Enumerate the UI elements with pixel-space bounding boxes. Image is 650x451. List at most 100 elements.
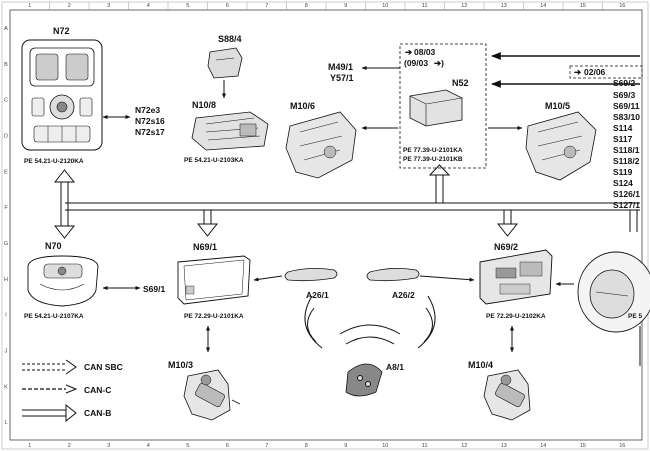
- column-tick: 11: [422, 443, 428, 449]
- column-tick: 4: [147, 443, 150, 449]
- m10-5-label: M10/5: [545, 101, 570, 111]
- n70-ref: PE 54.21-U-2107KA: [24, 313, 84, 320]
- a8-1-key: [304, 295, 436, 397]
- n70-label: N70: [45, 241, 62, 251]
- y57-1-label: Y57/1: [330, 73, 354, 83]
- column-tick: 2: [68, 3, 71, 9]
- right-item-3: S83/10: [613, 112, 640, 122]
- n72-link-1: N72e3: [135, 105, 160, 115]
- right-item-7: S118/2: [613, 156, 640, 166]
- m10-5-motor: M10/5: [488, 101, 597, 181]
- n52-control-unit: ➔ 08/03 (09/03 ➔) N52 PE 77.39-U-2101KA …: [399, 43, 487, 169]
- column-tick: 8: [305, 3, 308, 9]
- n52-label: N52: [452, 78, 469, 88]
- n69-1-control-unit: N69/1 PE 72.29-U-2101KA: [177, 242, 283, 320]
- column-tick: 5: [186, 443, 189, 449]
- legend-can-c-label: CAN-C: [84, 385, 111, 395]
- m49-1-label: M49/1: [328, 62, 353, 72]
- row-tick: D: [4, 133, 8, 139]
- column-tick: 10: [382, 3, 388, 9]
- right-item-10: S126/1: [613, 189, 640, 199]
- a26-2-label: A26/2: [392, 290, 415, 300]
- m10-6-motor: M10/6: [285, 101, 398, 179]
- a8-1-label: A8/1: [386, 362, 404, 372]
- n69-2-label: N69/2: [494, 242, 518, 252]
- row-tick: A: [4, 26, 8, 32]
- legend-can-b: CAN-B: [22, 403, 111, 423]
- n70-control-unit: N70 PE 54.21-U-2107KA S69/1: [24, 241, 165, 320]
- m10-4-label: M10/4: [468, 360, 493, 370]
- right-item-6: S118/1: [613, 145, 640, 155]
- n69-1-label: N69/1: [193, 242, 217, 252]
- door-handles: A26/1 A26/2: [284, 268, 475, 300]
- m10-3-label: M10/3: [168, 360, 193, 370]
- n69-1-ref: PE 72.29-U-2101KA: [184, 313, 244, 320]
- column-tick: 13: [501, 3, 507, 9]
- svg-text:➔: ➔: [574, 67, 582, 77]
- can-b-bus: [53, 164, 640, 239]
- row-tick: L: [4, 420, 7, 426]
- column-tick: 1: [28, 3, 31, 9]
- a26-1-label: A26/1: [306, 290, 329, 300]
- n72-label: N72: [53, 26, 70, 36]
- column-tick: 7: [265, 443, 268, 449]
- column-tick: 9: [344, 443, 347, 449]
- svg-text:➔): ➔): [434, 58, 444, 68]
- n10-8-control-unit: N10/8 PE 54.21-U-2103KA: [184, 100, 269, 164]
- svg-text:➔: ➔: [405, 47, 413, 57]
- s69-1-label: S69/1: [143, 284, 165, 294]
- m10-3-motor: M10/3: [168, 325, 241, 421]
- right-item-5: S117: [613, 134, 633, 144]
- column-tick: 14: [540, 3, 546, 9]
- column-tick: 10: [382, 443, 388, 449]
- n52-right-links: [491, 52, 640, 88]
- column-tick: 9: [344, 3, 347, 9]
- column-tick: 16: [619, 443, 625, 449]
- column-tick: 3: [107, 3, 110, 9]
- n72-control-unit: N72 PE 54.21-U-2120KA N72e3 N72s16 N72s1…: [21, 26, 165, 165]
- column-tick: 6: [226, 443, 229, 449]
- row-ticks: A B C D E F G H I J K L: [4, 26, 8, 426]
- column-ticks: 1122334455667788991010111112121313141415…: [28, 2, 625, 449]
- row-tick: B: [4, 62, 8, 68]
- right-item-0: S69/2: [613, 78, 635, 88]
- column-tick: 4: [147, 3, 150, 9]
- legend-can-b-label: CAN-B: [84, 408, 111, 418]
- n52-ref-1: PE 77.39-U-2101KA: [403, 147, 463, 154]
- s88-4-switch: S88/4: [207, 34, 243, 99]
- n10-8-ref: PE 54.21-U-2103KA: [184, 157, 244, 164]
- row-tick: F: [4, 205, 8, 211]
- n69-2-ref: PE 72.29-U-2102KA: [486, 313, 546, 320]
- column-tick: 11: [422, 3, 428, 9]
- n72-link-3: N72s17: [135, 127, 165, 137]
- column-tick: 8: [305, 443, 308, 449]
- m10-6-label: M10/6: [290, 101, 315, 111]
- column-tick: 15: [580, 3, 586, 9]
- n72-ref: PE 54.21-U-2120KA: [24, 158, 84, 165]
- column-tick: 7: [265, 3, 268, 9]
- row-tick: H: [4, 277, 8, 283]
- column-tick: 15: [580, 443, 586, 449]
- column-tick: 14: [540, 443, 546, 449]
- n72-link-2: N72s16: [135, 116, 165, 126]
- column-tick: 12: [461, 443, 467, 449]
- right-item-1: S69/3: [613, 90, 635, 100]
- legend-can-sbc-label: CAN SBC: [84, 362, 123, 372]
- column-tick: 3: [107, 443, 110, 449]
- column-tick: 12: [461, 3, 467, 9]
- n10-8-label: N10/8: [192, 100, 216, 110]
- column-tick: 1: [28, 443, 31, 449]
- right-edge-ref: PE 5: [628, 313, 642, 320]
- column-tick: 5: [186, 3, 189, 9]
- right-list-validity: 02/06: [584, 67, 606, 77]
- right-switch-list: ➔ 02/06 S69/2 S69/3 S69/11 S83/10 S114 S…: [569, 65, 643, 210]
- row-tick: G: [4, 241, 8, 247]
- n52-ref-2: PE 77.39-U-2101KB: [403, 156, 463, 163]
- row-tick: E: [4, 169, 8, 175]
- row-tick: C: [4, 98, 8, 104]
- row-tick: J: [5, 348, 8, 354]
- legend-can-c: CAN-C: [22, 384, 111, 395]
- row-tick: I: [5, 313, 7, 319]
- row-tick: K: [4, 384, 8, 390]
- m49-y57-labels: M49/1 Y57/1: [328, 62, 400, 83]
